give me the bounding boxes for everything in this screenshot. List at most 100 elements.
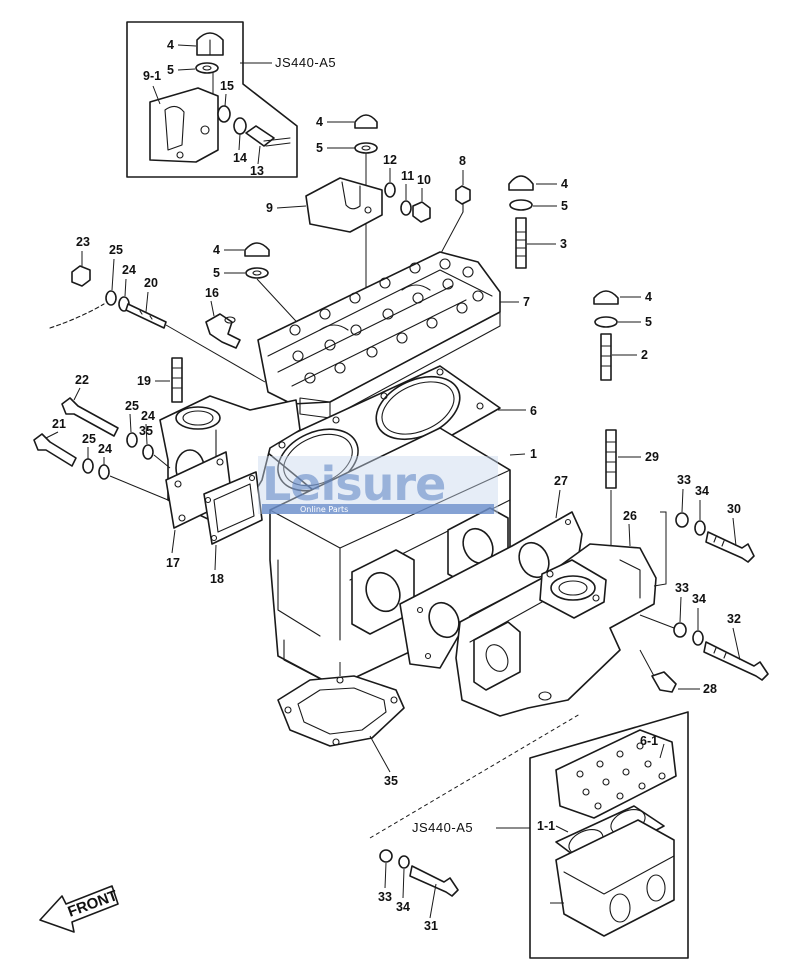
cap-nut-icon xyxy=(593,290,619,305)
bolt-31-assembly: 33 34 31 xyxy=(378,849,459,933)
callout: 25 xyxy=(109,243,123,257)
callout: 9 xyxy=(266,201,273,215)
callout: 22 xyxy=(75,373,89,387)
callout: 4 xyxy=(167,38,174,52)
stud-19: 19 xyxy=(137,357,183,403)
callout: 33 xyxy=(378,890,392,904)
callout: 25 xyxy=(125,399,139,413)
callout: 12 xyxy=(383,153,397,167)
bolt-icon xyxy=(705,531,755,563)
cap-nut-icon xyxy=(244,242,270,257)
callout: 7 xyxy=(523,295,530,309)
bolt-21-assembly: 21 25 24 xyxy=(33,417,169,501)
callout: 31 xyxy=(424,919,438,933)
bracket-9-assembly: 4 5 9 12 11 10 xyxy=(266,114,431,290)
cap-nut-icon xyxy=(354,114,378,129)
callout: 35 xyxy=(384,774,398,788)
callout: 34 xyxy=(396,900,410,914)
callout: 17 xyxy=(166,556,180,570)
inset-cylinder-block xyxy=(555,819,675,937)
inset-bracket-9-1: 4 5 9-1 15 14 13 JS440-A5 xyxy=(126,21,336,178)
stud-icon xyxy=(600,333,612,381)
watermark: Leisure Online Parts xyxy=(258,456,498,514)
callout: 21 xyxy=(52,417,66,431)
callout: 34 xyxy=(692,592,706,606)
fitting-16: 16 xyxy=(205,286,241,349)
manifold-port-left xyxy=(473,621,521,691)
washer-icon xyxy=(675,512,689,528)
washer-icon xyxy=(245,267,269,279)
callout: 5 xyxy=(316,141,323,155)
washer-icon xyxy=(195,62,219,74)
washer-icon xyxy=(509,199,533,211)
gasket-18: 18 xyxy=(203,471,263,586)
callout: 15 xyxy=(220,79,234,93)
callout: 5 xyxy=(167,63,174,77)
washer-icon xyxy=(594,316,618,328)
stud-2-assembly: 4 5 2 xyxy=(593,290,652,381)
washer-icon xyxy=(694,520,706,536)
callout: 1-1 xyxy=(537,819,555,833)
front-label: FRONT xyxy=(66,887,120,921)
callout: 13 xyxy=(250,164,264,178)
callout: 6 xyxy=(530,404,537,418)
callout: 3 xyxy=(560,237,567,251)
bracket-icon xyxy=(149,87,219,163)
stud-29: 29 xyxy=(605,429,659,545)
inset-cylinder-head xyxy=(555,729,677,819)
callout: 26 xyxy=(623,509,637,523)
callout: 25 xyxy=(82,432,96,446)
callout: 30 xyxy=(727,502,741,516)
callout: 19 xyxy=(137,374,151,388)
callout: 29 xyxy=(645,450,659,464)
washer-icon xyxy=(692,630,704,646)
cylinder-head-7: 7 xyxy=(257,251,530,419)
callout: 10 xyxy=(417,173,431,187)
fitting-28: 28 xyxy=(639,649,717,696)
watermark-subtext: Online Parts xyxy=(300,505,348,514)
callout: 27 xyxy=(554,474,568,488)
nut-icon xyxy=(412,201,431,223)
callout: 1 xyxy=(530,447,537,461)
callout: 23 xyxy=(76,235,90,249)
callout: 24 xyxy=(98,442,112,456)
bolt-32-assembly: 33 34 32 xyxy=(639,581,769,681)
callout: 8 xyxy=(459,154,466,168)
front-arrow-icon: FRONT xyxy=(39,885,120,933)
callout: 33 xyxy=(677,473,691,487)
callout: 32 xyxy=(727,612,741,626)
bolt-icon xyxy=(703,641,769,681)
callout: 5 xyxy=(213,266,220,280)
manifold-flange xyxy=(539,559,607,619)
reference-code: JS440-A5 xyxy=(275,55,336,70)
callout: 28 xyxy=(703,682,717,696)
callout: 14 xyxy=(233,151,247,165)
cap-nut-icon xyxy=(196,32,224,56)
callout: 5 xyxy=(561,199,568,213)
callout: 16 xyxy=(205,286,219,300)
base-gasket-35: 35 xyxy=(277,662,405,788)
callout: 18 xyxy=(210,572,224,586)
washer-icon xyxy=(673,622,687,638)
bolt-icon xyxy=(409,865,459,897)
washer-icon xyxy=(354,142,378,154)
callout: 4 xyxy=(316,115,323,129)
nut-icon xyxy=(71,265,91,287)
callout: 24 xyxy=(122,263,136,277)
callout: 2 xyxy=(641,348,648,362)
callout: 20 xyxy=(144,276,158,290)
exhaust-manifold-26: 26 xyxy=(455,509,657,717)
bolt-30-assembly: 33 34 30 xyxy=(653,473,755,587)
stud-icon xyxy=(515,217,527,269)
inset-assembly-js440: 6-1 1-1 JS440-A5 xyxy=(369,711,689,959)
bolt-22-assembly: 22 25 24 xyxy=(61,373,171,469)
callout: 11 xyxy=(401,169,414,183)
head-bolt-holes xyxy=(289,258,484,384)
callout: 4 xyxy=(645,290,652,304)
watermark-logo: Leisure xyxy=(262,457,445,511)
nut-washer-left: 4 5 xyxy=(213,242,319,346)
callout: 24 xyxy=(141,409,155,423)
bolt-20-assembly: 23 25 24 20 xyxy=(49,235,266,383)
